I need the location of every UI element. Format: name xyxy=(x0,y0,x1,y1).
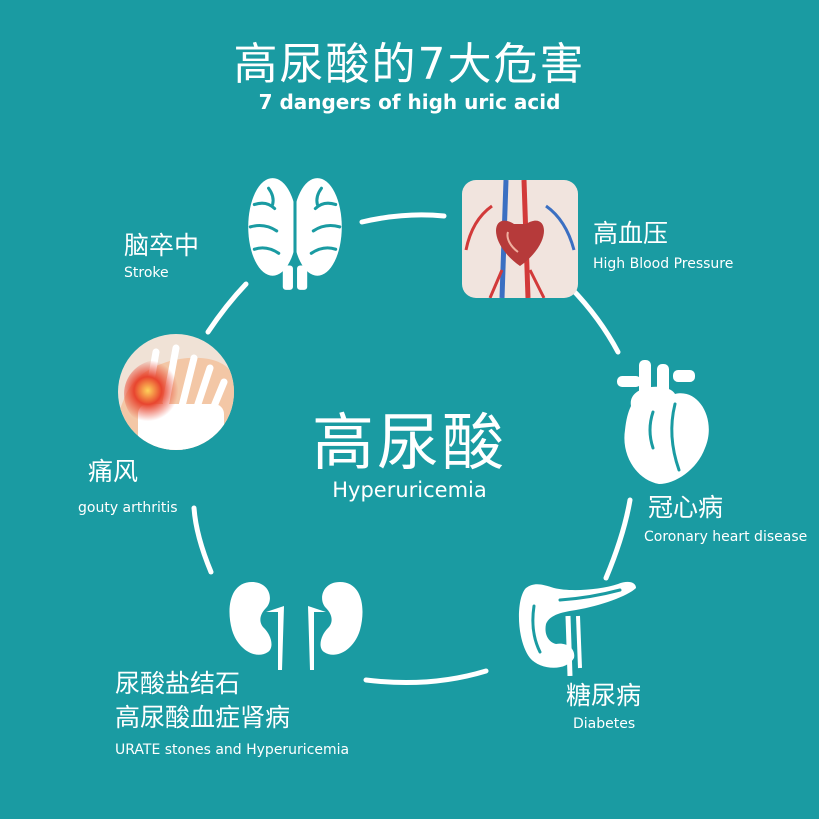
diabetes-label-cn: 糖尿病 xyxy=(566,681,642,710)
heart-icon xyxy=(617,360,709,484)
ring-arc xyxy=(363,668,489,686)
gout-label-cn: 痛风 xyxy=(88,457,139,486)
gout-label-en: gouty arthritis xyxy=(78,500,178,516)
kidneys-icon xyxy=(229,582,363,670)
pancreas-icon xyxy=(518,581,636,676)
heart-label-cn: 冠心病 xyxy=(648,493,724,522)
center-title: 高尿酸 xyxy=(311,406,507,479)
stroke-label-cn: 脑卒中 xyxy=(124,231,200,260)
diabetes-label-en: Diabetes xyxy=(573,716,636,732)
foot-joint-icon xyxy=(118,334,234,450)
blood-pressure-label-en: High Blood Pressure xyxy=(593,256,734,272)
page-title: 高尿酸的7大危害 xyxy=(233,39,586,90)
heart-label-en: Coronary heart disease xyxy=(644,529,808,545)
kidney-label-cn-line2: 高尿酸血症肾病 xyxy=(115,703,291,732)
ring-arc xyxy=(191,505,214,575)
ring-arc xyxy=(603,497,633,581)
circulatory-system-icon xyxy=(462,180,578,298)
center-subtitle: Hyperuricemia xyxy=(332,478,487,502)
blood-pressure-label-cn: 高血压 xyxy=(593,219,669,248)
ring-arc xyxy=(359,212,447,225)
ring-arc xyxy=(205,281,249,335)
page-subtitle: 7 dangers of high uric acid xyxy=(258,90,561,114)
stroke-label-en: Stroke xyxy=(124,265,169,281)
kidney-label-en: URATE stones and Hyperuricemia xyxy=(115,742,350,758)
brain-icon xyxy=(248,176,342,290)
ring-arc xyxy=(568,285,621,355)
kidney-label-cn-line1: 尿酸盐结石 xyxy=(115,669,241,698)
